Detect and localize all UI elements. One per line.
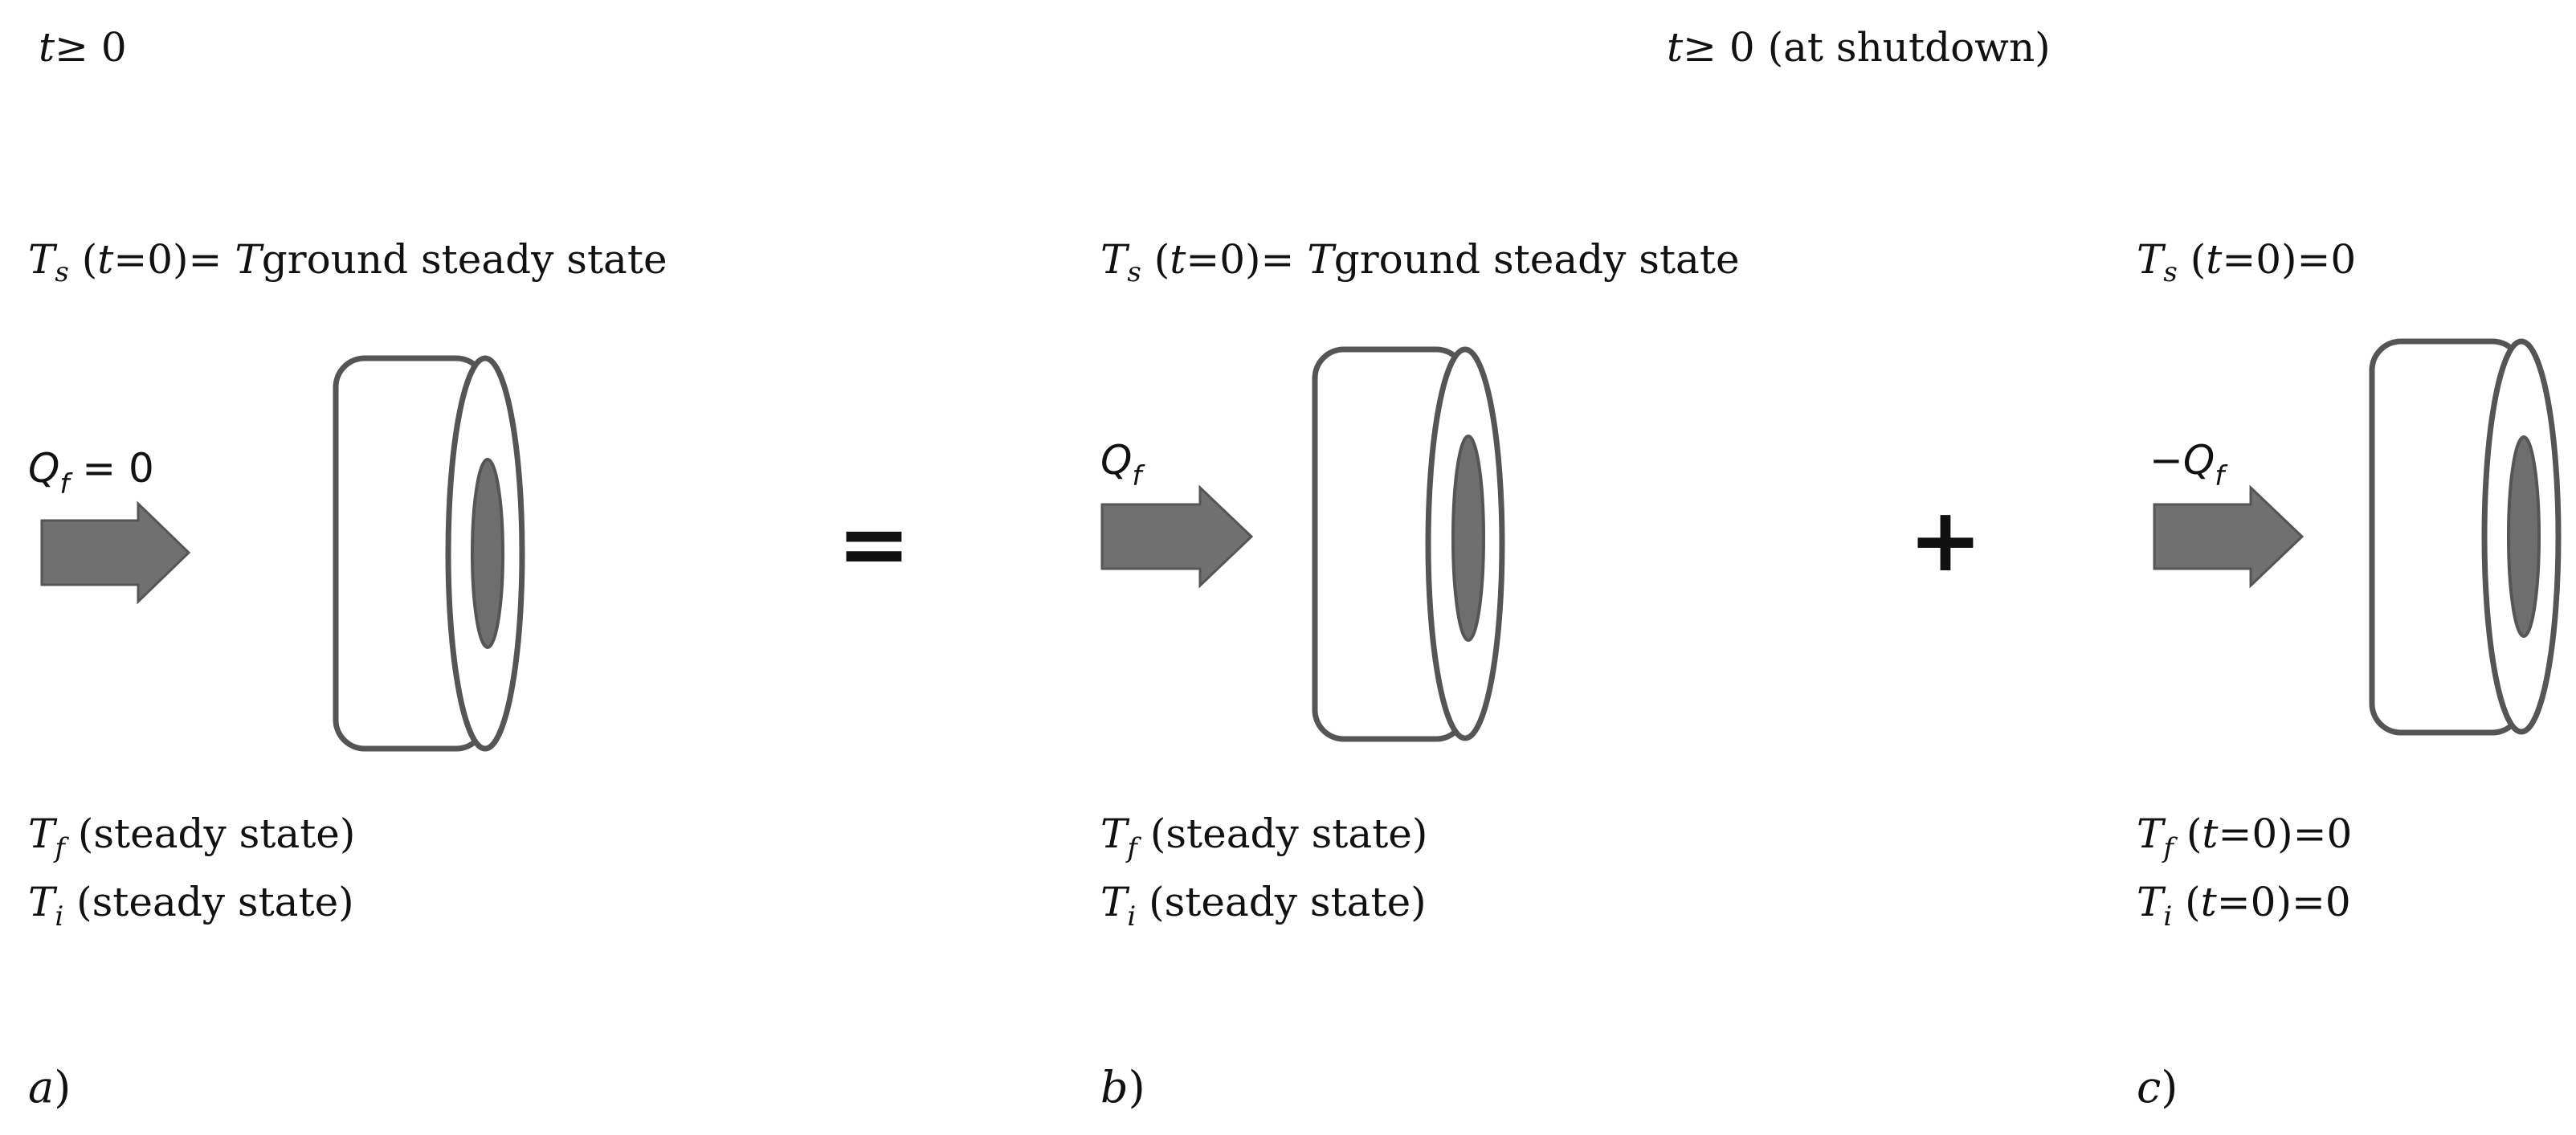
panel-a: Ts (t=0)= Tground steady state Qf = 0 Tf… xyxy=(28,236,667,1113)
panel-b: Ts (t=0)= Tground steady state Qf Tf (st… xyxy=(1100,236,1740,1113)
plus-sign: + xyxy=(1909,488,1982,591)
inner-temperature-label: Ti (steady state) xyxy=(28,879,354,933)
heat-flow-arrow xyxy=(2153,484,2305,589)
heat-flow-label: −Qf xyxy=(2149,437,2228,492)
surface-temperature-label: Ts (t=0)= Tground steady state xyxy=(28,236,667,288)
inner-temperature-label: Ti (steady state) xyxy=(1100,879,1427,933)
inner-temperature-label: Ti (t=0)=0 xyxy=(2137,879,2351,933)
fluid-temperature-label: Tf (steady state) xyxy=(28,810,355,864)
pipe-ring-icon xyxy=(2369,338,2562,736)
fluid-temperature-label: Tf (steady state) xyxy=(1100,810,1427,864)
fluid-temperature-label: Tf (t=0)=0 xyxy=(2137,810,2352,864)
pipe-bore xyxy=(1451,435,1485,642)
panel-label-a: a) xyxy=(28,1062,71,1113)
pipe-bore xyxy=(471,458,504,649)
time-condition-right: t≥ 0 (at shutdown) xyxy=(1667,24,2051,71)
surface-temperature-label: Ts (t=0)=0 xyxy=(2137,236,2356,288)
panel-label-c: c) xyxy=(2137,1062,2178,1113)
heat-flow-arrow xyxy=(1100,484,1254,589)
surface-temperature-label: Ts (t=0)= Tground steady state xyxy=(1100,236,1740,288)
equals-sign: = xyxy=(837,492,911,595)
heat-flow-arrow xyxy=(40,500,191,605)
pipe-ring-icon xyxy=(333,355,525,752)
pipe-bore xyxy=(2507,435,2541,638)
pipe-ring-icon xyxy=(1312,346,1505,742)
panel-label-b: b) xyxy=(1100,1062,1145,1113)
heat-flow-label: Qf xyxy=(1100,437,1145,492)
time-condition-left: t≥ 0 xyxy=(39,24,127,71)
panel-c: Ts (t=0)=0 −Qf Tf (t=0)=0 Ti (t=0)=0 c) xyxy=(2137,236,2562,1113)
heat-flow-label: Qf = 0 xyxy=(28,445,154,500)
